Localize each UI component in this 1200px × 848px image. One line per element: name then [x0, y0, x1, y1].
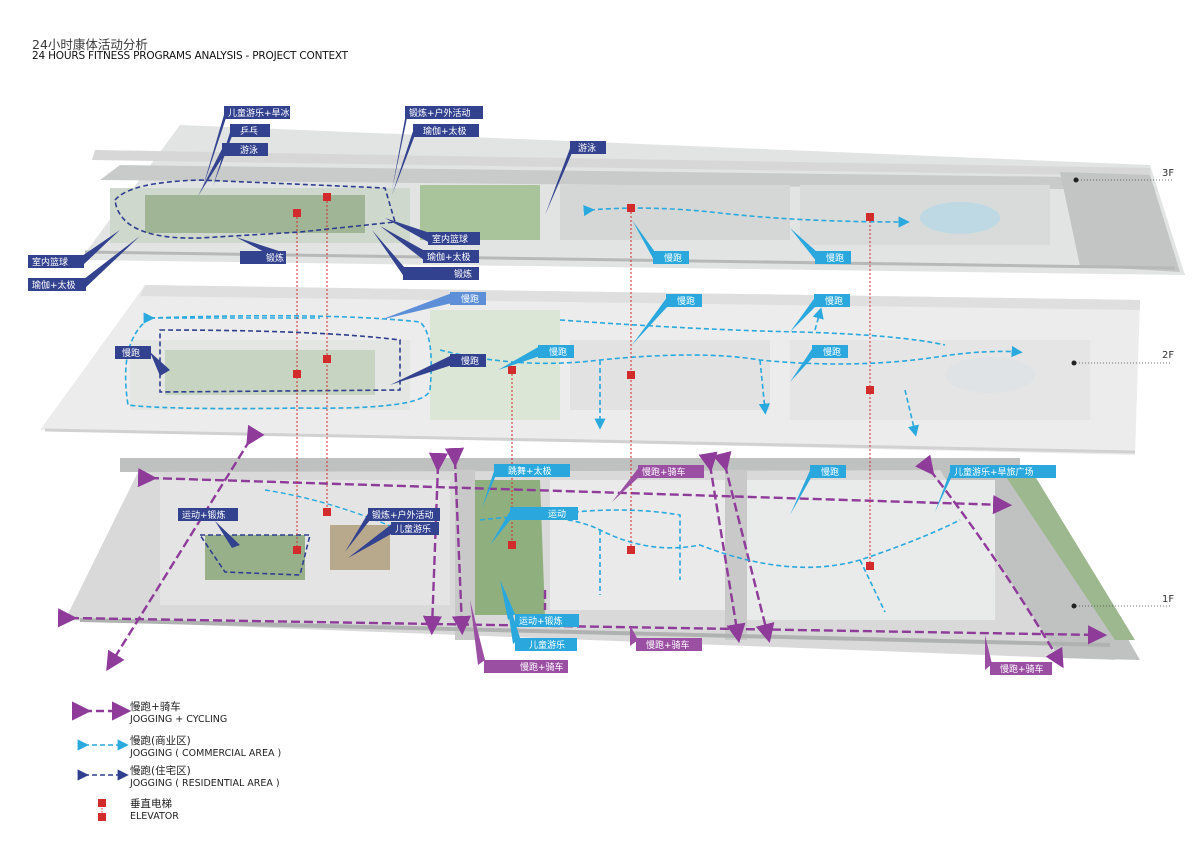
legend-item-elevator: 垂直电梯 ELEVATOR: [130, 796, 179, 822]
elevator-marker: [866, 386, 874, 394]
label-jog-b-3f: 慢跑: [826, 252, 844, 264]
label-sport-exercise-1f: 运动+锻炼: [182, 509, 226, 521]
label-exercise-left-3f: 锻炼: [266, 252, 284, 264]
label-sport-exercise-bottom-1f: 运动+锻炼: [519, 615, 563, 627]
label-jog-mid-left-2f: 慢跑: [461, 355, 479, 367]
label-swim-mid-3f: 游泳: [578, 142, 596, 154]
label-jog-right-1f: 慢跑: [821, 466, 839, 478]
commercial-jog-branch-2f-d: [812, 307, 824, 331]
legend-item-jog-cycle: 慢跑+骑车 JOGGING + CYCLING: [130, 699, 227, 725]
legend-elevator-top: [98, 799, 106, 807]
label-exercise-outdoor-3f: 锻炼+户外活动: [409, 107, 471, 119]
page-title-cn: 24小时康体活动分析: [32, 37, 148, 52]
elevator-marker: [866, 213, 874, 221]
elevator-marker: [293, 546, 301, 554]
legend-elevator-en: ELEVATOR: [130, 811, 179, 822]
labels-1f: 运动+锻炼 锻炼+户外活动 儿童游乐 跳舞+太极 运动 慢跑+骑车 慢跑 儿童游…: [178, 464, 1056, 675]
label-exercise-outdoor-1f: 锻炼+户外活动: [372, 509, 434, 521]
legend-jog-cycle-cn: 慢跑+骑车: [130, 701, 181, 713]
commercial-jog-branch-1f-c: [859, 559, 886, 613]
label-exercise-right-3f: 锻炼: [454, 268, 472, 280]
label-jog-cycle-bottom-mid-1f: 慢跑+骑车: [646, 639, 690, 651]
commercial-jog-route-2f: [439, 345, 1023, 365]
label-jog-r2-2f: 慢跑: [823, 346, 841, 358]
elevator-marker: [323, 355, 331, 363]
elevator-marker: [866, 562, 874, 570]
elevator-marker: [627, 204, 635, 212]
label-yoga-taichi-top-3f: 瑜伽+太极: [423, 125, 467, 137]
label-kids-play-skate-3f: 儿童游乐+旱冰: [228, 107, 290, 119]
floor-label-2f: 2F: [1162, 350, 1174, 361]
label-kids-play-1f: 儿童游乐: [395, 523, 431, 535]
elevator-marker: [293, 209, 301, 217]
label-jog-a-3f: 慢跑: [664, 252, 682, 264]
label-jog-cycle-bottom-right-1f: 慢跑+骑车: [1000, 663, 1044, 675]
jog-cycle-route-1f-left: [106, 424, 265, 672]
jog-cycle-route-1f-v2: [444, 447, 472, 636]
label-jog-left-2f: 慢跑: [122, 347, 140, 359]
floor-3f-dot: [1073, 177, 1079, 183]
elevator-marker: [293, 370, 301, 378]
commercial-jog-branch-1f-d: [264, 489, 401, 531]
label-sport-1f: 运动: [548, 509, 566, 520]
residential-jog-loop-2f: [159, 329, 401, 393]
elevator-marker: [627, 371, 635, 379]
label-jog-top-2f: 慢跑: [461, 293, 479, 305]
elevator-marker: [508, 541, 516, 549]
elevator-marker: [323, 193, 331, 201]
jog-cycle-route-1f-v4: [712, 451, 775, 643]
legend-item-residential: 慢跑(住宅区) JOGGING ( RESIDENTIAL AREA ): [130, 763, 280, 789]
commercial-jog-branch-2f-b: [758, 359, 770, 415]
routes-2f: [124, 307, 1023, 437]
legend-commercial-en: JOGGING ( COMMERCIAL AREA ): [130, 748, 282, 759]
residential-jog-route-3f: [114, 179, 397, 239]
legend-symbols: [72, 701, 132, 821]
elevator-marker: [627, 546, 635, 554]
label-indoor-basket-right-3f: 室内篮球: [432, 233, 468, 245]
floor-markers: 3F 2F 1F: [1071, 168, 1174, 609]
label-dance-taichi-1f: 跳舞+太极: [508, 465, 552, 477]
floor-1f-dot: [1071, 603, 1077, 609]
commercial-jog-branch-2f-c: [904, 389, 919, 437]
legend-elevator-bottom: [98, 813, 106, 821]
legend-jog-cycle-en: JOGGING + CYCLING: [130, 714, 228, 725]
label-kids-play-square-1f: 儿童游乐+旱旅广场: [954, 466, 1034, 478]
label-jog-cycle-top-1f: 慢跑+骑车: [642, 466, 686, 478]
page-title-en: 24 HOURS FITNESS PROGRAMS ANALYSIS - PRO…: [32, 50, 348, 62]
legend-commercial-cn: 慢跑(商业区): [130, 735, 191, 747]
label-yoga-taichi-left-3f: 瑜伽+太极: [32, 279, 76, 291]
label-kids-play-bottom-1f: 儿童游乐: [529, 639, 565, 651]
label-jog-r1-2f: 慢跑: [825, 295, 843, 307]
jog-cycle-route-1f-right: [915, 454, 1064, 669]
floor-1f-plate: [65, 458, 1140, 660]
floor-label-1f: 1F: [1162, 594, 1174, 605]
legend-elevator-cn: 垂直电梯: [130, 798, 172, 810]
floor-3f-plate: [80, 125, 1185, 275]
label-jog-c2-2f: 慢跑: [677, 295, 695, 307]
elevator-marker: [508, 366, 516, 374]
floor-2f-dot: [1071, 360, 1077, 366]
label-jog-cycle-bottom-left-1f: 慢跑+骑车: [520, 661, 564, 673]
legend-item-commercial: 慢跑(商业区) JOGGING ( COMMERCIAL AREA ): [130, 733, 281, 759]
legend-residential-cn: 慢跑(住宅区): [130, 765, 191, 777]
commercial-jog-route-1f: [479, 515, 961, 569]
label-indoor-basket-left-3f: 室内篮球: [32, 256, 68, 268]
residential-jog-loop-1f: [198, 534, 312, 576]
label-swim-left-3f: 游泳: [240, 144, 258, 156]
routes-1f: [57, 424, 1108, 672]
floor-2f-plate: [40, 285, 1140, 455]
label-pingpong-3f: 乒乓: [240, 125, 258, 137]
floor-label-3f: 3F: [1162, 168, 1174, 179]
commercial-jog-loop-2f-left: [124, 314, 433, 410]
labels-3f: 儿童游乐+旱冰 乒乓 游泳 锻炼+户外活动 瑜伽+太极 游泳 室内篮球 瑜伽+太…: [28, 106, 851, 291]
labels-2f: 慢跑 慢跑 慢跑 慢跑 慢跑 慢跑 慢跑: [115, 292, 850, 385]
label-yoga-taichi-right-3f: 瑜伽+太极: [427, 251, 471, 263]
jog-cycle-route-1f-v1: [422, 452, 449, 636]
elevator-marker: [323, 508, 331, 516]
legend-residential-en: JOGGING ( RESIDENTIAL AREA ): [130, 778, 280, 789]
label-jog-center-2f: 慢跑: [549, 346, 567, 358]
commercial-jog-route-2f-upper: [559, 319, 946, 346]
